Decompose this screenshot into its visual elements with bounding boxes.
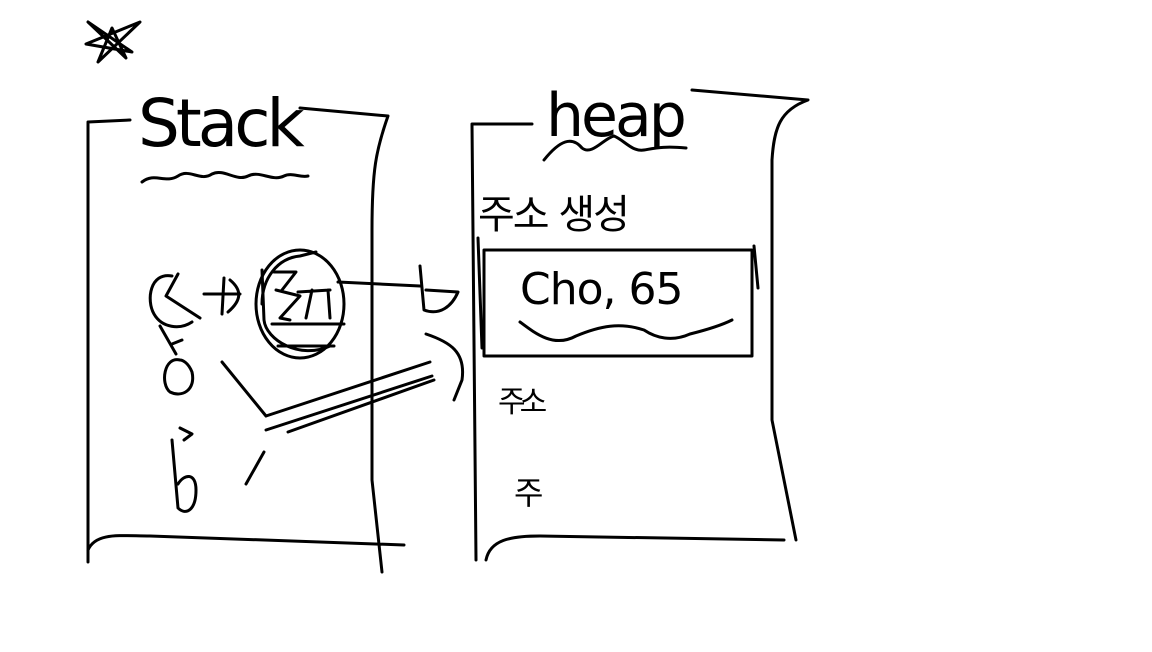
heap-label-top: 주소 생성: [478, 192, 628, 238]
heap-object-text: Cho, 65: [520, 264, 683, 315]
reference-inner: [260, 250, 346, 353]
heap-title: heap: [546, 81, 684, 151]
arrow-ref-to-heap: [336, 264, 460, 314]
heap-label-mid: 주소: [498, 385, 547, 420]
stack-var-a-label: a: [162, 356, 187, 402]
stack-var-b: [170, 426, 198, 513]
arrow-a-to-heap: [220, 360, 434, 432]
heap-object-block-edge: [476, 236, 760, 350]
stack-var-c-label: C: [156, 282, 184, 328]
heap-label-bottom: 주: [514, 474, 543, 512]
stack-var-c: [148, 272, 202, 329]
star-doodle: [84, 20, 142, 64]
stack-var-a: [158, 324, 195, 396]
heap-title-underline: [542, 134, 688, 162]
stack-box: [86, 106, 406, 574]
stack-title: Stack: [138, 85, 306, 162]
heap-object-underline: [518, 318, 734, 342]
reference-circle: [254, 248, 346, 360]
arrow-c-to-ref: [202, 276, 242, 316]
heap-object-block: [482, 248, 754, 358]
stack-title-underline: [140, 171, 310, 184]
stack-var-b-label: b: [172, 472, 197, 518]
heap-box: [470, 88, 810, 562]
arrow-b-to-heap: [244, 332, 465, 486]
